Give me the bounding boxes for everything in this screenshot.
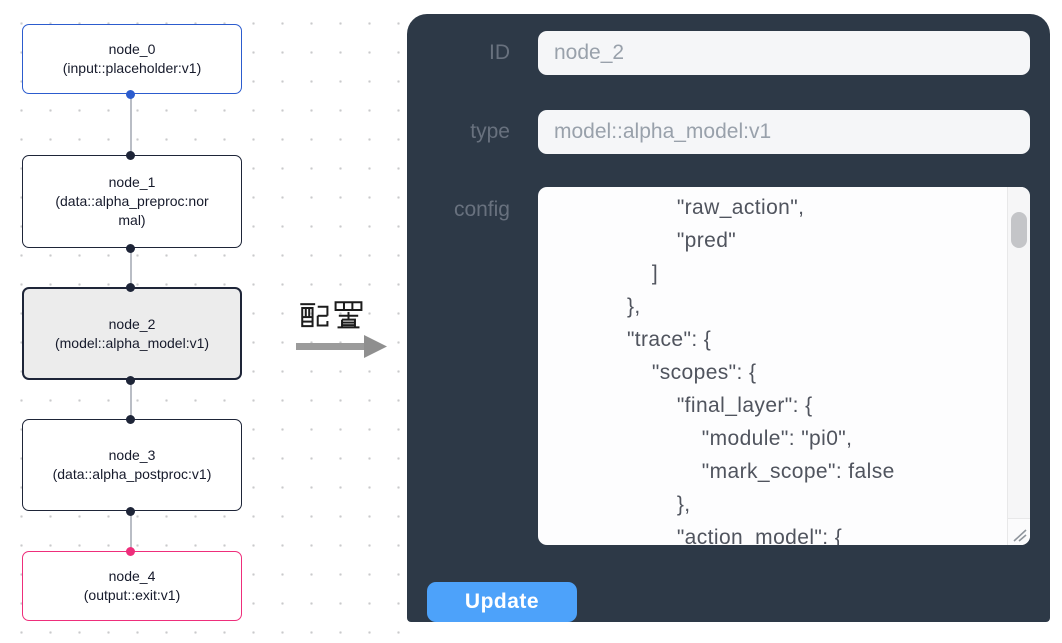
canvas-dot-grid [409,0,1062,16]
node-type-label: (data::alpha_preproc:normal) [55,193,209,228]
resize-corner-icon [1013,529,1027,542]
node-type-label: (model::alpha_model:v1) [54,334,210,351]
node-0-source-handle[interactable] [126,89,135,99]
node-1-target-handle[interactable] [126,150,135,160]
node-2-target-handle[interactable] [126,282,135,292]
node-type-label: (data::alpha_postproc:v1) [52,466,212,482]
update-button[interactable]: Update [427,582,577,622]
node-title: node_3 [108,447,156,463]
type-input[interactable] [538,110,1030,154]
flow-node-2-selected[interactable]: node_2 (model::alpha_model:v1) [22,287,242,380]
transition-label-glyphs [296,299,392,330]
node-title: node_4 [108,568,156,584]
flow-node-4[interactable]: node_4 (output::exit:v1) [22,551,242,621]
node-3-source-handle[interactable] [126,506,135,516]
node-title: node_0 [108,41,156,57]
flow-node-3[interactable]: node_3 (data::alpha_postproc:v1) [22,419,242,511]
cjk-glyph-pei [300,303,329,328]
cjk-glyph-zhi [334,301,363,329]
id-field-label: ID [489,41,510,64]
node-type-label: (output::exit:v1) [83,587,181,603]
config-scrollbar[interactable] [1007,187,1030,518]
node-type-label: (input::placeholder:v1) [62,60,202,76]
node-title: node_2 [108,315,156,332]
flow-node-1[interactable]: node_1 (data::alpha_preproc:normal) [22,155,242,248]
flow-node-0[interactable]: node_0 (input::placeholder:v1) [22,24,242,94]
node-1-source-handle[interactable] [126,243,135,253]
type-field-label: type [470,120,510,143]
id-input[interactable] [538,31,1030,75]
flow-canvas[interactable]: node_0 (input::placeholder:v1) node_1 (d… [0,0,409,643]
config-json-text[interactable]: "raw_action", "pred" ] }, "trace": { "sc… [626,196,895,545]
node-3-target-handle[interactable] [126,414,135,424]
node-config-panel: ID type config "raw_action", "pred" ] },… [407,14,1050,622]
config-scrollbar-thumb[interactable] [1011,212,1027,248]
node-2-source-handle[interactable] [126,375,135,385]
config-field-label: config [453,198,510,221]
textarea-resize-corner[interactable] [1007,518,1030,545]
node-4-target-handle[interactable] [126,546,135,556]
config-textarea[interactable]: "raw_action", "pred" ] }, "trace": { "sc… [538,187,1030,545]
arrow-right-icon [296,335,387,358]
configure-transition: 配置 [296,299,392,363]
node-title: node_1 [108,174,156,190]
